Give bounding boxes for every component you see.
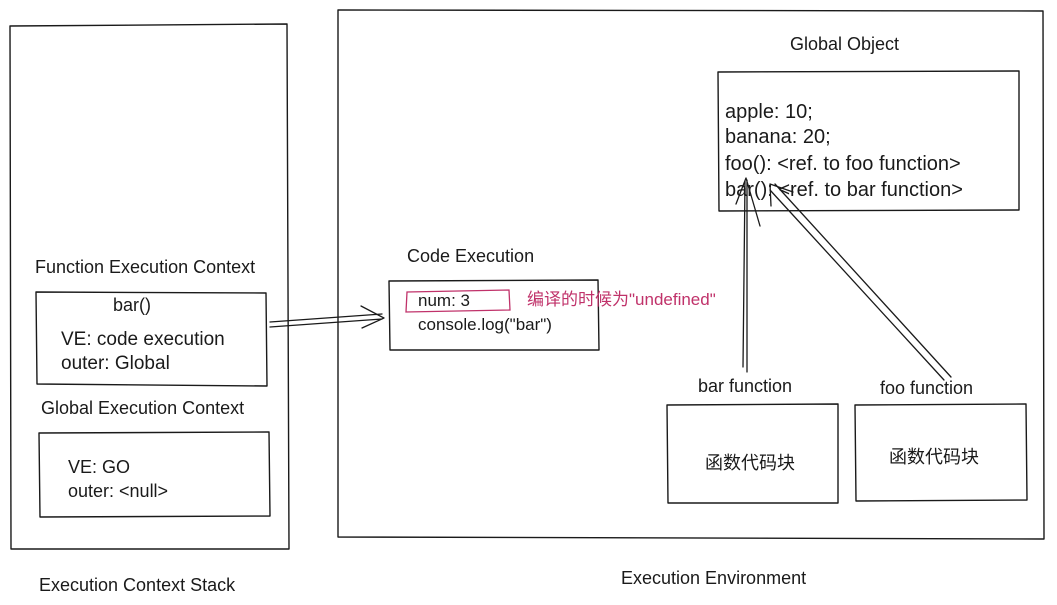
compile-time-note: 编译的时候为"undefined"	[527, 290, 716, 309]
undefined-highlight	[405, 289, 511, 313]
function-context-title: Function Execution Context	[35, 257, 255, 277]
foo-function-box	[854, 403, 1028, 502]
foo-function-title: foo function	[880, 378, 973, 398]
foo-ref-arrow	[769, 183, 952, 381]
bar-ref-arrow	[735, 177, 761, 373]
code-line-console-log: console.log("bar")	[418, 315, 552, 334]
execution-environment: Code Execution num: 3 console.log("bar")…	[337, 9, 1045, 588]
bar-function-box	[666, 403, 839, 504]
environment-frame	[337, 9, 1045, 540]
function-execution-context: Function Execution Context bar() VE: cod…	[35, 257, 268, 387]
global-object-title: Global Object	[790, 34, 899, 54]
arrows	[269, 177, 952, 381]
bar-function: bar function 函数代码块	[666, 376, 839, 504]
stack-frame	[9, 23, 290, 550]
global-context-outer: outer: <null>	[68, 481, 168, 501]
global-context-ve: VE: GO	[68, 457, 130, 477]
global-object-box	[717, 70, 1020, 212]
bar-function-body: 函数代码块	[705, 453, 795, 473]
foo-function: foo function 函数代码块	[854, 378, 1028, 502]
global-object-bar: bar(): <ref. to bar function>	[725, 179, 963, 201]
function-context-name: bar()	[113, 295, 151, 315]
environment-caption: Execution Environment	[621, 568, 806, 588]
code-execution-title: Code Execution	[407, 246, 534, 266]
code-line-num: num: 3	[418, 291, 470, 310]
global-object-banana: banana: 20;	[725, 126, 831, 148]
code-execution: Code Execution num: 3 console.log("bar")…	[388, 246, 716, 351]
bar-function-title: bar function	[698, 376, 792, 396]
function-context-box	[35, 291, 268, 387]
global-object-foo: foo(): <ref. to foo function>	[725, 153, 961, 175]
foo-function-body: 函数代码块	[889, 447, 979, 467]
global-object: Global Object apple: 10; banana: 20; foo…	[717, 34, 1020, 212]
stack-caption: Execution Context Stack	[39, 575, 236, 595]
function-context-ve: VE: code execution	[61, 329, 225, 350]
global-execution-context: Global Execution Context VE: GO outer: <…	[38, 398, 271, 518]
global-object-apple: apple: 10;	[725, 101, 813, 123]
function-context-outer: outer: Global	[61, 353, 170, 374]
global-context-title: Global Execution Context	[41, 398, 244, 418]
global-context-box	[38, 431, 271, 518]
context-to-code-arrow	[269, 305, 385, 329]
execution-context-stack: Function Execution Context bar() VE: cod…	[9, 23, 290, 595]
code-execution-box	[388, 279, 600, 351]
